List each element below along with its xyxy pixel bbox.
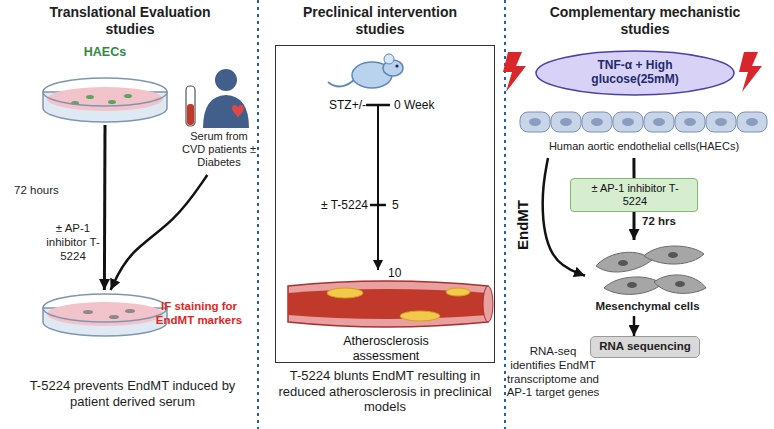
endothelial-cell bbox=[551, 112, 581, 132]
mesenchymal-cell bbox=[604, 277, 662, 294]
cell-nucleus bbox=[746, 118, 758, 126]
dish-rim bbox=[43, 78, 167, 106]
panel-title: Complementary mechanistic studies bbox=[540, 4, 750, 38]
mouse-head bbox=[383, 60, 403, 76]
node-text: RNA sequencing bbox=[591, 340, 699, 354]
lightning-bolt bbox=[739, 52, 762, 92]
timeline-tick bbox=[366, 104, 390, 107]
cell-nucleus bbox=[653, 118, 665, 126]
plaque bbox=[400, 311, 440, 321]
mouse-tail bbox=[328, 80, 354, 87]
stimulus-ellipse: TNF-α + High glucose(25mM) bbox=[535, 50, 735, 96]
artery-wall bbox=[288, 281, 488, 327]
node-text: Mesenchymal cells bbox=[585, 300, 710, 314]
cell-nucleus bbox=[529, 118, 541, 126]
lightning-bolt bbox=[503, 52, 526, 92]
mesenchymal-cell bbox=[644, 246, 704, 264]
culture-medium bbox=[47, 87, 163, 111]
ellipse-shape bbox=[536, 51, 734, 95]
patient-head bbox=[215, 69, 237, 91]
arrow-connector bbox=[111, 175, 208, 290]
timeline-panel: STZ+/- 0 Week ± T-5224 5 10Atherosclerosis a… bbox=[275, 45, 495, 363]
duration-note: 72 hours bbox=[14, 184, 84, 198]
panel-caption: T-5224 blunts EndMT resulting in reduced… bbox=[272, 368, 498, 415]
cell-dot bbox=[124, 94, 132, 98]
patient-icon: Serum from CVD patients ± Diabetes bbox=[180, 62, 258, 175]
panel-caption: T-5224 prevents EndMT induced by patient… bbox=[15, 378, 250, 409]
cell-nucleus bbox=[622, 118, 634, 126]
treatment-note: ± AP-1 inhibitor T-5224 bbox=[44, 222, 102, 263]
panel-caption: RNA-seq identifies EndMT transcriptome a… bbox=[506, 345, 600, 400]
node-text: HAECs bbox=[42, 45, 168, 60]
endothelial-cell bbox=[644, 112, 674, 132]
mouse-eye bbox=[395, 64, 398, 67]
node-text: Human aortic endothelial cells(HAECs) bbox=[518, 140, 770, 153]
cell-dot bbox=[86, 95, 94, 99]
node-text: ± AP-1 inhibitor T-5224 bbox=[585, 182, 685, 208]
node-text: 0 Week bbox=[394, 98, 474, 112]
dish-rim bbox=[43, 294, 167, 322]
cell-nucleus bbox=[560, 118, 572, 126]
arrow-connector bbox=[633, 316, 636, 336]
endothelial-cell bbox=[706, 112, 736, 132]
duration-note: 72 hrs bbox=[642, 215, 702, 229]
patient-body bbox=[203, 95, 249, 128]
cell-nucleus bbox=[618, 260, 628, 266]
artery-lumen bbox=[288, 289, 488, 319]
arrow-connector bbox=[633, 212, 636, 240]
cell-dot bbox=[125, 309, 135, 313]
panel-separator bbox=[257, 0, 259, 429]
cell-nucleus bbox=[715, 118, 727, 126]
mesenchymal-cell bbox=[654, 275, 706, 294]
mesenchymal-cell bbox=[596, 252, 652, 272]
endothelial-cell bbox=[675, 112, 705, 132]
panel-title: Translational Evaluation studies bbox=[35, 4, 225, 38]
blood-tube bbox=[186, 86, 195, 126]
endothelial-cell bbox=[613, 112, 643, 132]
connector-group bbox=[104, 125, 634, 336]
mouse-ear bbox=[384, 54, 394, 64]
node-text: STZ+/- bbox=[308, 98, 366, 112]
edge-label: EndMT bbox=[514, 200, 531, 250]
artery-opening bbox=[483, 286, 493, 322]
node-text: IF staining for EndMT markers bbox=[148, 300, 250, 328]
mouse-body bbox=[352, 62, 392, 88]
cell-nucleus bbox=[627, 282, 637, 288]
petri-dish: IF staining for EndMT markers bbox=[42, 290, 250, 335]
cell-dot bbox=[108, 100, 116, 104]
cell-dot bbox=[83, 310, 93, 314]
plaque bbox=[327, 288, 363, 298]
cell-nucleus bbox=[591, 118, 603, 126]
cell-layer: Human aortic endothelial cells(HAECs) bbox=[518, 108, 770, 158]
panel-title: Preclinical intervention studies bbox=[290, 4, 470, 38]
cell-nucleus bbox=[668, 252, 678, 258]
node-text: 5 bbox=[392, 198, 422, 212]
node-text: Atherosclerosis assessment bbox=[326, 334, 446, 364]
arrow-connector bbox=[103, 125, 107, 290]
plaque bbox=[446, 288, 470, 296]
panel-separator bbox=[504, 0, 506, 429]
node-text: Serum from CVD patients ± Diabetes bbox=[180, 130, 258, 170]
heart-symbol bbox=[232, 105, 244, 118]
endothelial-cell bbox=[582, 112, 612, 132]
timeline-tick bbox=[370, 204, 386, 207]
node-text: 10 bbox=[388, 266, 418, 280]
petri-dish: HAECs bbox=[42, 45, 168, 125]
arrow-connector bbox=[632, 158, 635, 178]
node-text: TNF-α + High glucose(25mM) bbox=[555, 58, 715, 87]
cell-nucleus bbox=[684, 118, 696, 126]
endothelial-cell bbox=[737, 112, 767, 132]
arrow-connector bbox=[543, 158, 585, 276]
inhibitor-box: ± AP-1 inhibitor T-5224 bbox=[570, 178, 698, 212]
timeline-axis bbox=[377, 105, 379, 270]
cell-nucleus bbox=[675, 281, 685, 287]
cell-dot bbox=[109, 315, 119, 319]
mesenchymal-cells: Mesenchymal cells bbox=[585, 240, 710, 316]
endothelial-cell bbox=[520, 112, 550, 132]
node-text: ± T-5224 bbox=[296, 198, 368, 212]
blood-sample bbox=[187, 104, 194, 125]
process-box: RNA sequencing bbox=[590, 336, 700, 358]
